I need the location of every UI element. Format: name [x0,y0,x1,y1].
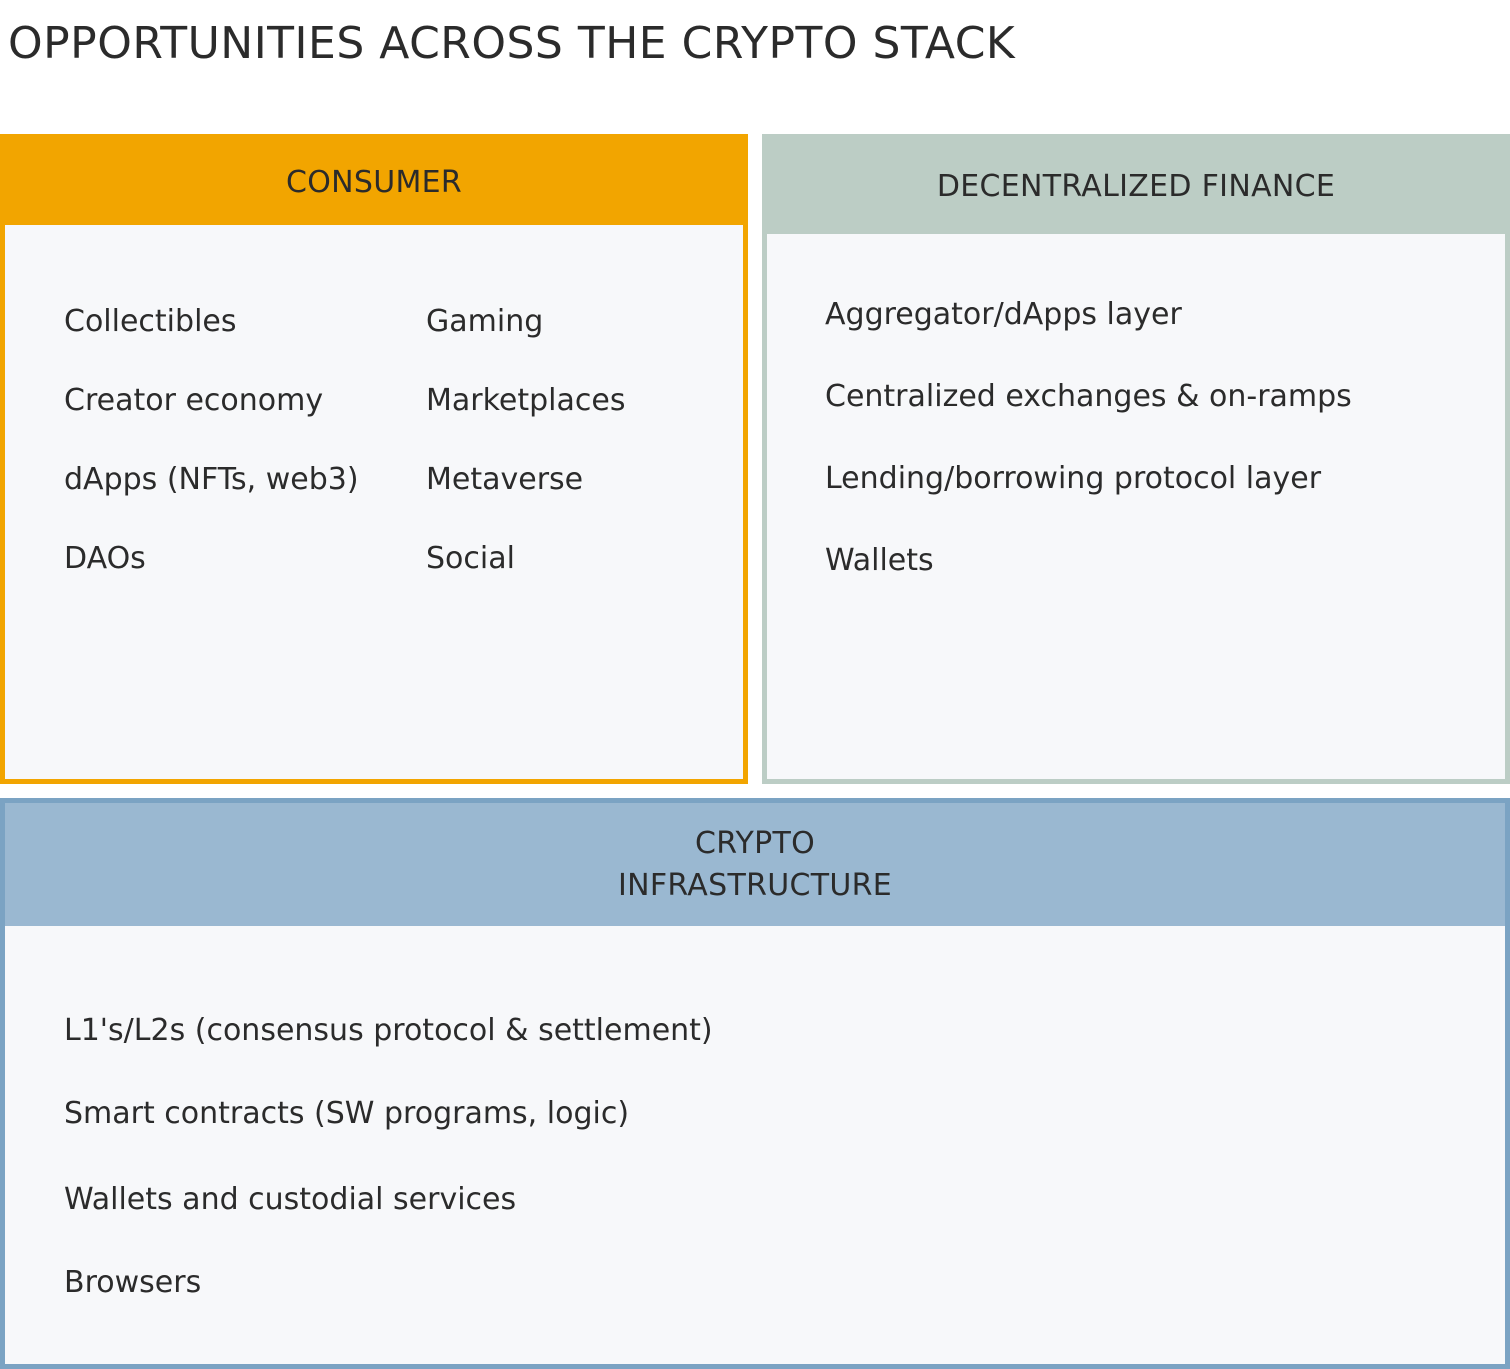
consumer-item-dapps: dApps (NFTs, web3) [64,462,359,497]
defi-item-lending: Lending/borrowing protocol layer [825,461,1322,496]
infrastructure-panel: CRYPTO INFRASTRUCTURE L1's/L2s (consensu… [0,798,1510,1369]
consumer-item-daos: DAOs [64,541,146,576]
defi-item-aggregator: Aggregator/dApps layer [825,297,1182,332]
consumer-item-collectibles: Collectibles [64,304,237,339]
consumer-item-creator-economy: Creator economy [64,383,324,418]
infrastructure-header-line2: INFRASTRUCTURE [617,867,893,903]
page-title: OPPORTUNITIES ACROSS THE CRYPTO STACK [8,18,1016,69]
defi-panel: DECENTRALIZED FINANCE Aggregator/dApps l… [762,134,1510,784]
defi-header: DECENTRALIZED FINANCE [767,139,1505,234]
consumer-item-gaming: Gaming [426,304,544,339]
defi-item-exchanges: Centralized exchanges & on-ramps [825,379,1352,414]
infrastructure-item-wallets-custodial: Wallets and custodial services [64,1182,517,1217]
consumer-item-social: Social [426,541,515,576]
defi-item-wallets: Wallets [825,543,934,578]
consumer-item-marketplaces: Marketplaces [426,383,626,418]
consumer-header: CONSUMER [5,139,743,225]
infrastructure-item-l1-l2: L1's/L2s (consensus protocol & settlemen… [64,1013,713,1048]
infrastructure-item-browsers: Browsers [64,1265,202,1300]
infrastructure-header-line1: CRYPTO [694,825,816,861]
infrastructure-header: CRYPTO INFRASTRUCTURE [5,803,1505,926]
consumer-item-metaverse: Metaverse [426,462,584,497]
infrastructure-item-smart-contracts: Smart contracts (SW programs, logic) [64,1096,630,1131]
consumer-panel: CONSUMER Collectibles Creator economy dA… [0,134,748,784]
